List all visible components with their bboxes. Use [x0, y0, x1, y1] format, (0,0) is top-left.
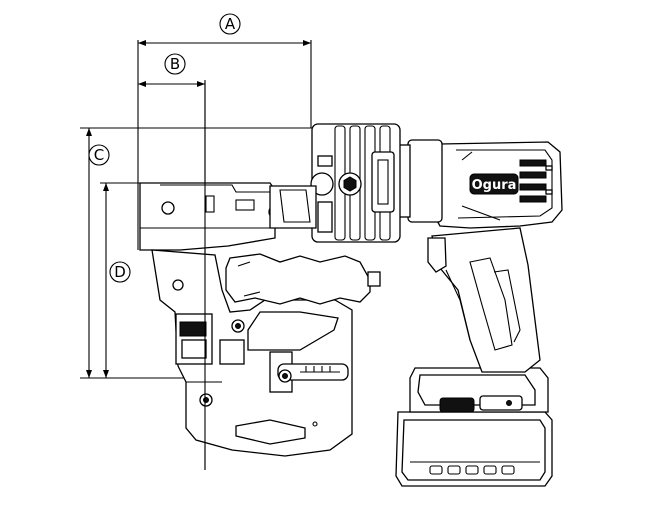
trigger	[427, 237, 447, 273]
dimension-d: D	[103, 183, 131, 378]
cutting-head	[139, 182, 353, 457]
lower-die	[175, 313, 245, 365]
adjust-knob	[310, 172, 362, 196]
grip-handle	[427, 227, 541, 373]
cut-gauge	[269, 351, 349, 393]
dimension-c: C	[86, 128, 110, 378]
side-handle	[225, 253, 381, 305]
motor-vents	[519, 159, 553, 203]
brand-logo-text: Ogura	[472, 178, 517, 193]
brand-logo: Ogura	[469, 173, 519, 195]
dimension-b: B	[138, 53, 205, 87]
motor-housing: Ogura	[431, 141, 563, 229]
battery-vents	[429, 465, 515, 475]
dimension-d-label: D	[114, 263, 126, 281]
dimension-c-label: C	[94, 146, 104, 164]
battery-pack	[395, 367, 553, 487]
gear-case	[310, 123, 443, 243]
dimension-b-label: B	[170, 55, 180, 73]
dimension-a-label: A	[225, 15, 236, 33]
dimension-a: A	[138, 13, 311, 46]
